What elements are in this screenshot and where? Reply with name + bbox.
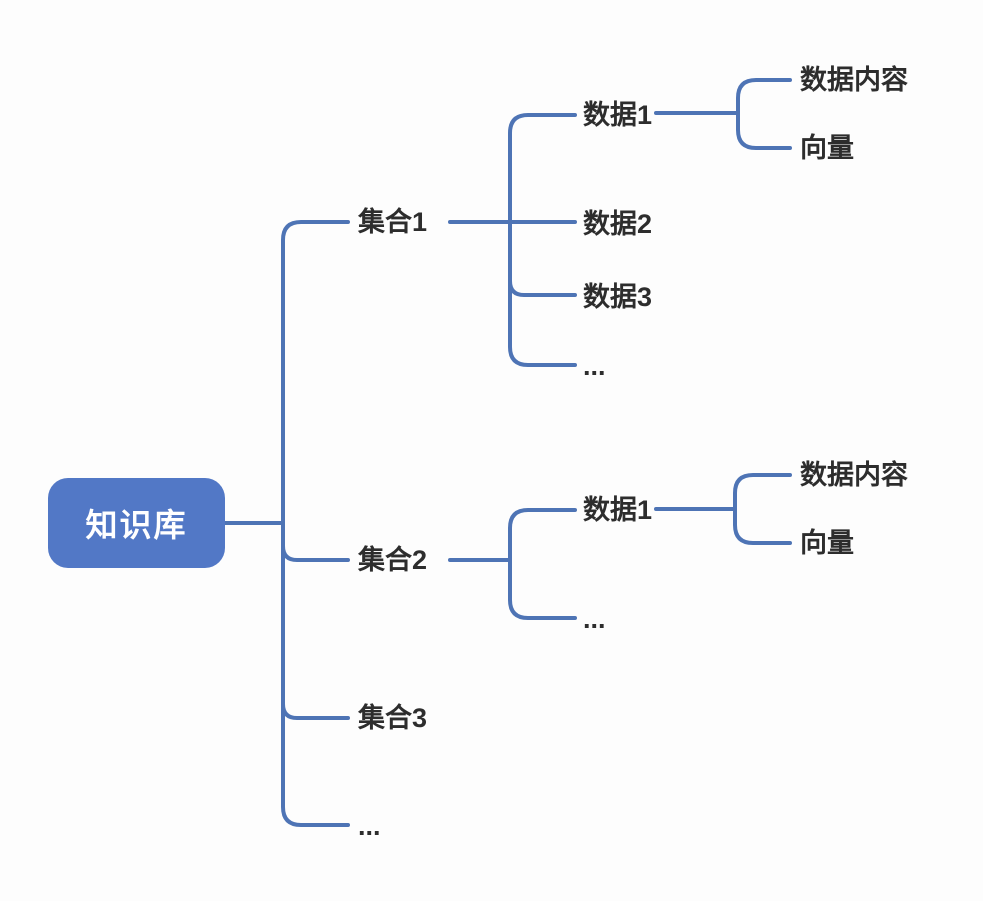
connector-branch-collection3 [281, 702, 350, 720]
node-collection1-ellipsis: ... [583, 350, 606, 381]
node-collections-ellipsis: ... [358, 810, 381, 841]
node-collection1: 集合1 [358, 206, 428, 237]
node-data1-bottom-vector: 向量 [800, 527, 854, 558]
node-collection1-data2: 数据2 [583, 208, 653, 239]
connector-root-trunk [281, 220, 350, 827]
node-collection3: 集合3 [358, 702, 428, 733]
connector-branch-collection2 [281, 544, 350, 562]
node-data1-bottom-content: 数据内容 [800, 459, 908, 490]
connector-collection1-trunk [508, 113, 577, 367]
node-collection1-data1: 数据1 [583, 99, 653, 130]
connector-branch-data3 [508, 279, 577, 297]
connector-data1-bottom-trunk [733, 473, 792, 545]
node-knowledge-base-label: 知识库 [85, 507, 188, 543]
node-collection2-ellipsis: ... [583, 603, 606, 634]
node-data1-top-vector: 向量 [800, 132, 854, 163]
node-collection1-data3: 数据3 [583, 281, 653, 312]
node-knowledge-base: 知识库 [48, 478, 225, 568]
node-collection2-data1: 数据1 [583, 494, 653, 525]
connector-collection2-trunk [508, 508, 577, 620]
node-data1-top-content: 数据内容 [800, 64, 908, 95]
node-collection2: 集合2 [358, 544, 428, 575]
connector-data1-top-trunk [736, 78, 792, 150]
